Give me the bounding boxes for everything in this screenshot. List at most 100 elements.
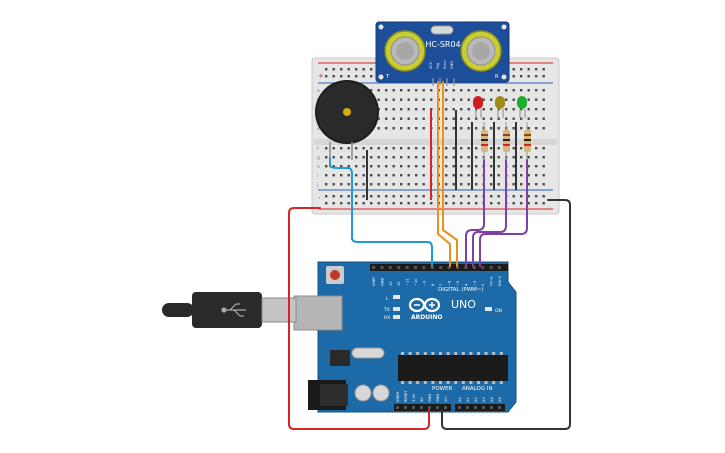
terminal-hole — [452, 165, 455, 168]
terminal-hole — [460, 108, 463, 111]
terminal-hole — [407, 156, 410, 159]
rail-hole — [475, 202, 478, 205]
pin-label: A4 — [490, 397, 494, 402]
chip-leg — [492, 381, 496, 384]
terminal-hole — [512, 147, 515, 150]
wires — [288, 81, 571, 430]
pin-label: 8 — [431, 283, 435, 286]
pin-label: ~3 — [473, 281, 477, 286]
chip-legs — [401, 352, 503, 384]
terminal-hole — [377, 89, 380, 92]
rail-hole — [527, 202, 530, 205]
terminal-hole — [415, 174, 418, 177]
rail-hole — [445, 195, 448, 198]
rail-hole — [520, 68, 523, 71]
terminal-hole — [467, 183, 470, 186]
pin-label: Vin — [444, 396, 448, 402]
rail-hole — [490, 202, 493, 205]
resistor-1 — [481, 122, 488, 162]
terminal-hole — [535, 117, 538, 120]
rail-hole — [542, 68, 545, 71]
terminal-hole — [497, 89, 500, 92]
terminal-hole — [385, 174, 388, 177]
rail-hole — [430, 202, 433, 205]
terminal-hole — [407, 165, 410, 168]
wire-orange-echo — [442, 81, 458, 267]
terminal-hole — [422, 183, 425, 186]
terminal-hole — [332, 174, 335, 177]
capacitor-1 — [354, 384, 372, 402]
terminal-hole — [490, 89, 493, 92]
leds — [473, 96, 527, 118]
terminal-hole — [460, 89, 463, 92]
chip-leg — [431, 352, 435, 355]
terminal-hole — [347, 174, 350, 177]
sensor-crystal — [430, 25, 454, 35]
terminal-hole — [542, 165, 545, 168]
rail-hole — [490, 195, 493, 198]
rail-hole — [535, 75, 538, 78]
pin-label: 3.3V — [412, 393, 416, 402]
analog-label: ANALOG IN — [462, 386, 493, 392]
rail-hole — [377, 195, 380, 198]
rail-hole — [355, 68, 358, 71]
terminal-hole — [332, 147, 335, 150]
header-hole — [414, 266, 417, 269]
pin-label: GND — [436, 394, 440, 402]
header-hole — [458, 406, 461, 409]
terminal-hole — [407, 127, 410, 130]
terminal-hole — [512, 174, 515, 177]
pin-label: 4 — [464, 283, 468, 286]
terminal-hole — [520, 89, 523, 92]
terminal-hole — [332, 183, 335, 186]
terminal-hole — [332, 156, 335, 159]
wire-red-5v — [288, 207, 430, 430]
pin-label: 5V — [420, 397, 424, 402]
chip-leg — [416, 381, 420, 384]
terminal-hole — [542, 98, 545, 101]
terminal-hole — [482, 89, 485, 92]
terminal-hole — [445, 117, 448, 120]
led-green — [517, 96, 527, 118]
sensor-corner-right: R — [495, 74, 499, 80]
chip-leg — [401, 381, 404, 384]
rail-hole — [400, 202, 403, 205]
terminal-hole — [415, 165, 418, 168]
row-letter: j — [316, 182, 318, 188]
terminal-hole — [542, 147, 545, 150]
row-letter: i — [317, 173, 318, 179]
terminal-hole — [362, 165, 365, 168]
header-hole — [474, 406, 477, 409]
chip-leg — [416, 352, 420, 355]
terminal-hole — [392, 89, 395, 92]
terminal-hole — [377, 98, 380, 101]
rail-hole — [325, 195, 328, 198]
terminal-hole — [497, 165, 500, 168]
terminal-hole — [407, 174, 410, 177]
header-hole — [405, 266, 409, 269]
chip-leg — [446, 352, 450, 355]
rail-hole — [542, 195, 545, 198]
terminal-hole — [475, 156, 478, 159]
terminal-hole — [497, 147, 500, 150]
sensor-pin-label: Trig — [436, 63, 440, 70]
terminal-hole — [347, 147, 350, 150]
rail-hole — [512, 75, 515, 78]
terminal-hole — [400, 117, 403, 120]
header-holes — [372, 266, 501, 409]
terminal-hole — [377, 117, 380, 120]
terminal-hole — [385, 183, 388, 186]
rail-hole — [370, 202, 373, 205]
rail-hole — [347, 195, 350, 198]
terminal-hole — [542, 156, 545, 159]
terminal-hole — [512, 183, 515, 186]
terminal-hole — [445, 156, 448, 159]
chip-leg — [423, 352, 427, 355]
sensor-pin-label: VCC — [429, 61, 433, 69]
pin-label: 12 — [397, 281, 401, 286]
rail-hole — [340, 75, 343, 78]
terminal-hole — [355, 156, 358, 159]
